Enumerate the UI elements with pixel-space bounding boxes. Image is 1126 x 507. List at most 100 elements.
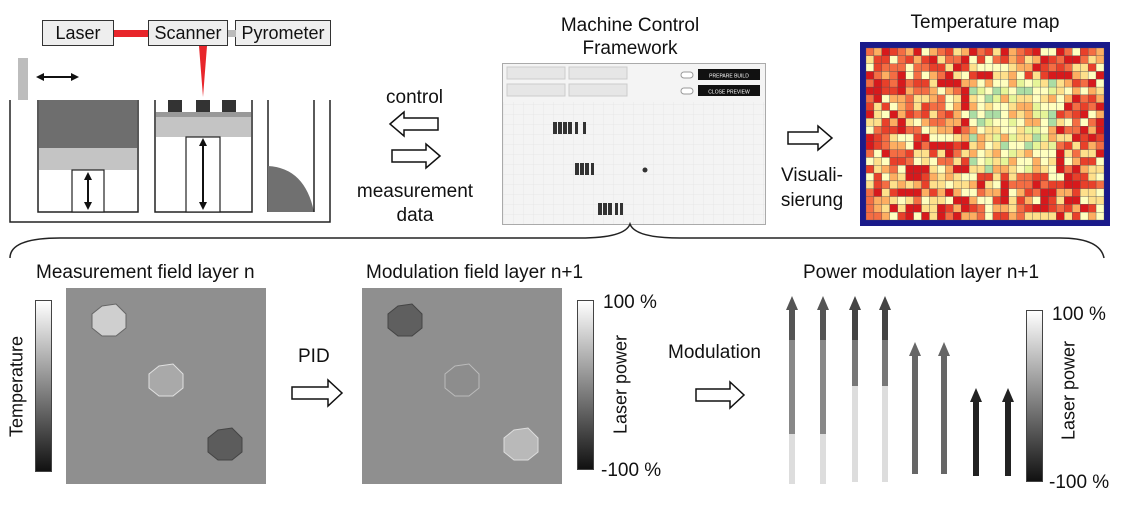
temperature-cell xyxy=(873,102,883,111)
temperature-cell xyxy=(1087,204,1097,213)
temperature-cell xyxy=(889,133,898,142)
temperature-cell xyxy=(913,86,922,96)
temperature-cell xyxy=(1080,55,1089,64)
temperature-cell xyxy=(992,133,1002,142)
temperature-cell xyxy=(984,165,994,174)
temperature-cell xyxy=(897,196,906,205)
temperature-cell xyxy=(1056,118,1065,127)
colorbar2-max: 100 % xyxy=(1052,304,1106,325)
temperature-cell xyxy=(1064,55,1073,64)
temperature-cell xyxy=(921,212,930,221)
temperature-cell xyxy=(1016,110,1025,119)
temperature-cell xyxy=(897,149,906,158)
temperature-cell xyxy=(1000,165,1009,174)
temperature-cell xyxy=(937,204,946,213)
temperature-cell xyxy=(865,55,875,64)
temperature-cell xyxy=(968,180,978,189)
temperature-cell xyxy=(953,172,962,182)
temperature-cell xyxy=(984,63,994,72)
temperature-cell xyxy=(1056,172,1065,182)
temperature-cell xyxy=(921,47,930,56)
temperature-cell xyxy=(937,141,946,150)
temperature-cell xyxy=(1008,204,1017,213)
temperature-cell xyxy=(1048,126,1057,135)
temperature-cell xyxy=(1072,102,1081,111)
temperature-cell xyxy=(992,79,1002,88)
temperature-cell xyxy=(1008,180,1017,189)
temperature-cell xyxy=(1048,118,1057,127)
temperature-cell xyxy=(1032,102,1041,111)
temperature-cell xyxy=(1000,204,1009,213)
temperature-cell xyxy=(929,196,938,205)
temperature-cell xyxy=(1016,86,1025,96)
temperature-cell xyxy=(1072,86,1081,96)
temperature-cell xyxy=(968,71,978,80)
temperature-cell xyxy=(953,141,962,150)
laser-power-axis-label-1: Laser power xyxy=(610,334,631,435)
colorbar1-min: -100 % xyxy=(601,460,662,481)
temperature-cell xyxy=(945,196,954,205)
temperature-cell xyxy=(873,118,883,127)
temperature-cell xyxy=(913,71,922,80)
temperature-cell xyxy=(1032,196,1041,205)
pyrometer-link xyxy=(228,30,236,37)
temperature-cell xyxy=(1016,180,1025,189)
temperature-cell xyxy=(984,172,994,182)
temperature-cell xyxy=(1056,157,1065,166)
temperature-cell xyxy=(913,47,922,56)
mcf-ui-preview: PREPARE BUILD CLOSE PREVIEW xyxy=(503,66,765,224)
temperature-cell xyxy=(1080,86,1089,96)
mod-part-3 xyxy=(503,427,539,461)
temperature-cell xyxy=(881,55,890,64)
temperature-cell xyxy=(1056,86,1065,96)
recoater xyxy=(18,58,28,100)
temperature-cell xyxy=(905,133,914,142)
temperature-cell xyxy=(1080,118,1089,127)
temperature-cell xyxy=(1024,55,1033,64)
temperature-cell xyxy=(992,180,1002,189)
temperature-cell xyxy=(897,180,906,189)
temperature-cell xyxy=(1072,196,1081,205)
temperature-cell xyxy=(945,86,954,96)
temperature-cell xyxy=(1064,63,1073,72)
temperature-cell xyxy=(1040,172,1049,182)
temperature-cell xyxy=(1024,118,1033,127)
temperature-cell xyxy=(1040,126,1049,135)
temperature-cell xyxy=(945,63,954,72)
temperature-cell xyxy=(1064,172,1073,182)
temperature-cell xyxy=(889,110,898,119)
temperature-cell xyxy=(1008,212,1017,221)
mcf-prepare-button xyxy=(698,69,760,80)
temperature-cell xyxy=(984,86,994,96)
temperature-cell xyxy=(1087,188,1097,197)
temperature-cell xyxy=(1064,133,1073,142)
temperature-cell xyxy=(1032,118,1041,127)
temperature-cell xyxy=(961,188,970,197)
temperature-cell xyxy=(1087,180,1097,189)
temperature-cell xyxy=(1016,188,1025,197)
temperature-cell xyxy=(953,71,962,80)
temperature-cell xyxy=(1024,94,1033,103)
temperature-cell xyxy=(881,141,890,150)
temperature-cell xyxy=(968,157,978,166)
temperature-cell xyxy=(1087,94,1097,103)
temperature-cell xyxy=(1016,126,1025,135)
temperature-cell xyxy=(945,79,954,88)
temperature-cell xyxy=(1064,188,1073,197)
temperature-cell xyxy=(1024,141,1033,150)
modulation-arrow xyxy=(695,380,746,410)
temperature-cell xyxy=(865,141,875,150)
temperature-cell xyxy=(1000,94,1009,103)
temperature-cell xyxy=(945,165,954,174)
temperature-cell xyxy=(992,94,1002,103)
temperature-cell xyxy=(968,165,978,174)
temperature-cell xyxy=(897,102,906,111)
temperature-cell xyxy=(937,55,946,64)
temperature-cell xyxy=(1032,180,1041,189)
temperature-cell xyxy=(889,71,898,80)
laser-beam-horizontal xyxy=(114,30,148,37)
temperature-cell xyxy=(953,157,962,166)
temperature-cell xyxy=(1024,204,1033,213)
mod-part-2 xyxy=(444,363,480,397)
temperature-cell xyxy=(1032,157,1041,166)
